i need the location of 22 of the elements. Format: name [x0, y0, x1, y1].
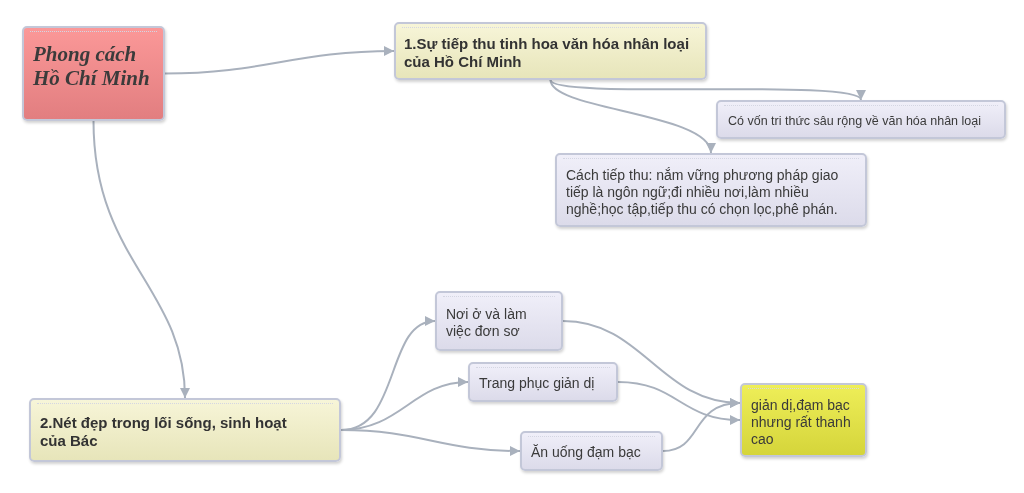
detail-box — [716, 100, 1006, 139]
detail-box — [520, 431, 663, 471]
branch-box — [394, 22, 707, 80]
arrow — [92, 120, 190, 399]
node-text: Phong cách Hồ Chí Minh — [33, 42, 151, 90]
topic-box — [22, 26, 165, 121]
detail-box — [555, 153, 867, 227]
arrow — [617, 381, 741, 425]
node-text: 2.Nét đẹp trong lối sống, sinh hoạt của Bác — [40, 414, 288, 450]
node-text: Cách tiếp thu: nắm vững phương pháp giao tiếp là ngôn ngữ;đi nhiều nơi,làm nhiều nghề;học tập,tiếp thu có chọn lọc,phê phán. — [566, 166, 840, 218]
arrow — [164, 46, 395, 75]
conclusion-box — [740, 383, 867, 457]
node-text: 1.Sự tiếp thu tinh hoa văn hóa nhân loại của Hồ Chí Minh — [404, 35, 691, 71]
node-text: Trang phục giản dị — [479, 375, 596, 392]
detail-box — [435, 291, 563, 351]
node-text: Nơi ở và làm việc đơn sơ — [446, 306, 528, 340]
node-text: Ăn uống đạm bạc — [531, 444, 642, 461]
node-text: Có vốn tri thức sâu rộng về văn hóa nhân loại — [728, 113, 982, 129]
detail-box — [468, 362, 618, 402]
arrow — [662, 398, 741, 452]
branch-box — [29, 398, 341, 462]
node-text: giản dị,đạm bạc nhưng rất thanh cao — [751, 396, 852, 448]
